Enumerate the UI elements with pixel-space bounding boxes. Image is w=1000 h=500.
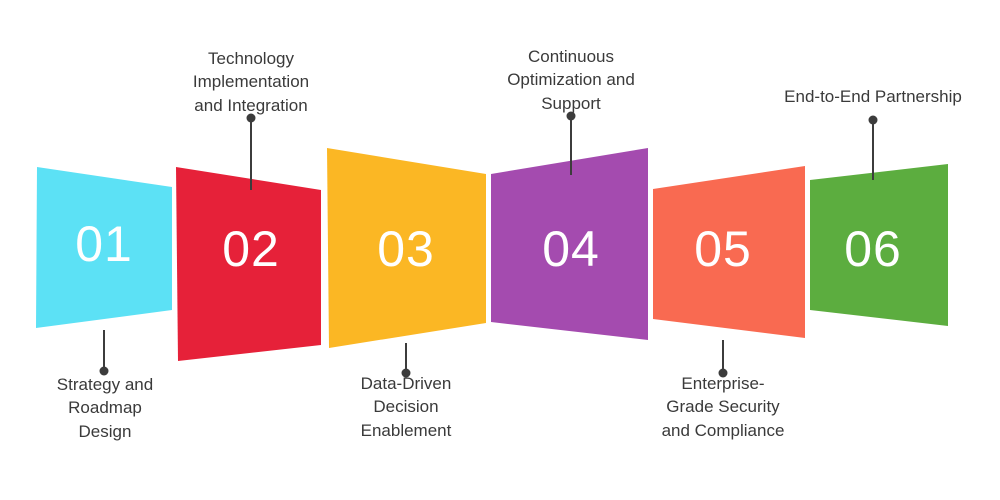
- step-panel-04[interactable]: [491, 148, 648, 340]
- connector-dot-05: [718, 368, 728, 378]
- connector-dot-04: [566, 111, 576, 121]
- step-panel-03[interactable]: [327, 148, 486, 348]
- connector-dot-03: [401, 368, 411, 378]
- step-label-05: Enterprise- Grade Security and Complianc…: [661, 374, 785, 440]
- connector-dot-06: [868, 115, 878, 125]
- step-panel-06[interactable]: [810, 164, 948, 326]
- connector-dot-02: [246, 113, 256, 123]
- step-label-02: Technology Implementation and Integratio…: [192, 49, 310, 115]
- step-panel-01[interactable]: [36, 167, 172, 328]
- step-panel-02[interactable]: [176, 167, 321, 361]
- step-label-06: End-to-End Partnership: [784, 86, 962, 106]
- step-label-01: Strategy and Roadmap Design: [56, 375, 154, 441]
- step-label-03: Data-Driven Decision Enablement: [360, 374, 452, 440]
- step-label-04: Continuous Optimization and Support: [507, 47, 635, 113]
- step-panel-05[interactable]: [653, 166, 805, 338]
- connector-dot-01: [99, 366, 109, 376]
